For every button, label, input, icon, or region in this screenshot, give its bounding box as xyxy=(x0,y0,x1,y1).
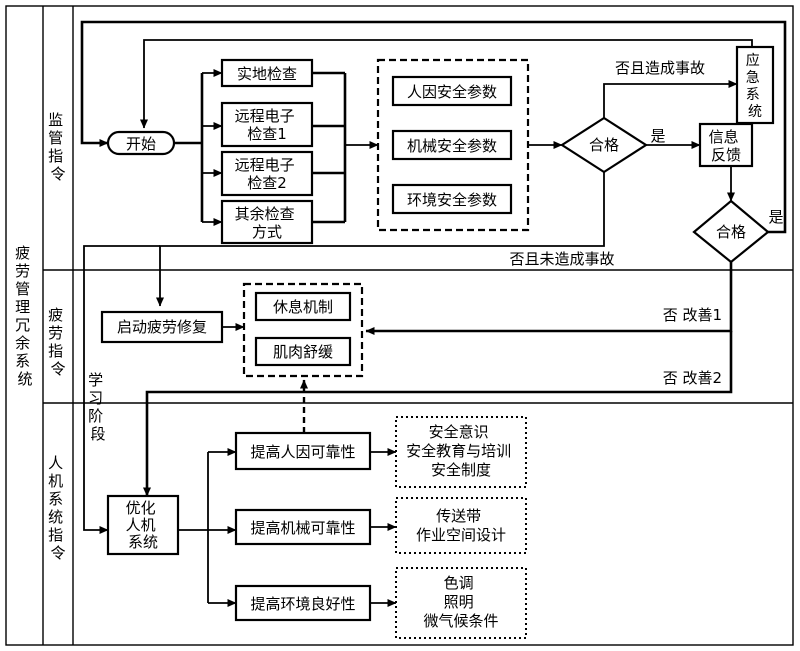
system-label-char: 理 xyxy=(15,298,30,316)
start-node: 开始 xyxy=(106,130,176,156)
label-no-accident: 否且未造成事故 xyxy=(509,250,614,268)
svg-text:提高机械可靠性: 提高机械可靠性 xyxy=(250,519,355,537)
system-label-char: 系 xyxy=(15,352,30,370)
label-yes-1: 是 xyxy=(650,127,665,145)
label-learning-stage: 学 习 阶 段 xyxy=(88,371,108,443)
label-accident: 否且造成事故 xyxy=(615,59,705,77)
info-feedback: 信息 反馈 xyxy=(698,122,754,168)
svg-text:远程电子 检查1: 远程电子 检查1 xyxy=(235,107,300,143)
system-label-char: 冗 xyxy=(15,316,30,334)
lane-label-supervision: 监 管 指 令 xyxy=(48,111,68,183)
decision-qualified-1: 合格 xyxy=(559,116,649,174)
svg-text:开始: 开始 xyxy=(126,135,156,153)
param-machine: 机械安全参数 xyxy=(407,137,497,155)
connectors xyxy=(80,20,787,607)
lane-label-fatigue: 疲 劳 指 令 xyxy=(48,306,68,378)
svg-text:远程电子 检查2: 远程电子 检查2 xyxy=(235,156,300,192)
check-onsite: 实地检查 xyxy=(220,58,314,88)
swimlane-frame xyxy=(5,5,794,646)
system-label-char: 劳 xyxy=(15,262,30,280)
svg-text:合格: 合格 xyxy=(716,223,746,241)
emergency-system: 应 急 系 统 xyxy=(735,45,775,125)
system-label-char: 统 xyxy=(17,370,32,388)
system-label-char: 管 xyxy=(15,280,30,298)
optimize-system: 优化 人机 系统 xyxy=(106,494,180,556)
svg-text:实地检查: 实地检查 xyxy=(237,65,297,83)
check-remote-2: 远程电子 检查2 xyxy=(220,150,314,197)
improve-env: 提高环境良好性 xyxy=(234,584,372,622)
system-label: 疲 劳 管 理 冗 余 系 统 xyxy=(15,244,35,388)
svg-text:信息 反馈: 信息 反馈 xyxy=(709,128,744,164)
muscle-relax: 肌肉舒缓 xyxy=(273,343,333,361)
svg-text:色调 照明 微气候条件: 色调 照明 微气候条件 xyxy=(423,574,498,630)
svg-text:传送带 作业空间设计: 传送带 作业空间设计 xyxy=(416,507,506,544)
svg-text:优化 人机 系统: 优化 人机 系统 xyxy=(126,499,161,551)
svg-text:合格: 合格 xyxy=(589,136,619,154)
check-other: 其余检查 方式 xyxy=(220,199,314,245)
svg-text:提高人因可靠性: 提高人因可靠性 xyxy=(250,443,355,461)
label-improve-2: 否 改善2 xyxy=(663,369,722,387)
lane-label-human-machine: 人 机 系 统 指 令 xyxy=(48,454,68,562)
svg-text:安全意识 安全教育与培训 安全制度: 安全意识 安全教育与培训 安全制度 xyxy=(406,423,516,479)
check-remote-1: 远程电子 检查1 xyxy=(220,101,314,148)
label-yes-2: 是 xyxy=(768,208,783,226)
safety-parameters-group: 人因安全参数 机械安全参数 环境安全参数 xyxy=(376,58,530,232)
machine-items: 传送带 作业空间设计 xyxy=(395,497,527,554)
svg-text:应 急 系 统: 应 急 系 统 xyxy=(746,52,764,120)
improve-human: 提高人因可靠性 xyxy=(234,431,372,471)
fatigue-repair: 启动疲劳修复 xyxy=(100,310,224,344)
param-human: 人因安全参数 xyxy=(407,83,497,101)
svg-text:提高环境良好性: 提高环境良好性 xyxy=(250,595,355,613)
system-label-char: 疲 xyxy=(15,244,30,262)
env-items: 色调 照明 微气候条件 xyxy=(395,567,527,639)
improve-machine: 提高机械可靠性 xyxy=(234,508,372,546)
svg-text:启动疲劳修复: 启动疲劳修复 xyxy=(117,318,207,336)
decision-qualified-2: 合格 xyxy=(692,199,770,264)
param-env: 环境安全参数 xyxy=(407,191,497,209)
recovery-group: 休息机制 肌肉舒缓 xyxy=(242,282,364,378)
svg-text:其余检查 方式: 其余检查 方式 xyxy=(235,205,300,241)
label-improve-1: 否 改善1 xyxy=(663,306,722,324)
system-label-char: 余 xyxy=(15,334,30,352)
human-items: 安全意识 安全教育与培训 安全制度 xyxy=(395,416,527,488)
rest-mechanism: 休息机制 xyxy=(273,298,333,316)
